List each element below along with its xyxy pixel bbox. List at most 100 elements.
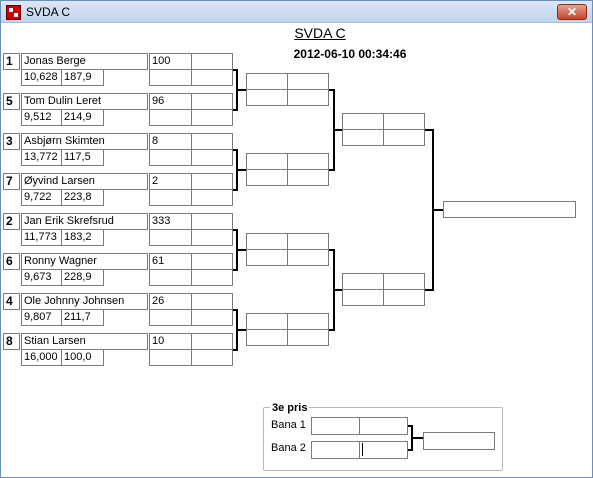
player-stat2-field[interactable]: 214,9 xyxy=(61,109,104,126)
bracket-line xyxy=(333,289,343,291)
bracket-line xyxy=(233,309,238,311)
round2-field[interactable] xyxy=(287,329,329,346)
player-score2-field[interactable] xyxy=(191,173,233,190)
player-extra2-field[interactable] xyxy=(191,349,233,366)
round2-field[interactable] xyxy=(246,169,288,186)
round3-field[interactable] xyxy=(342,129,384,146)
player-name-field[interactable]: Øyvind Larsen xyxy=(21,173,148,190)
round2-field[interactable] xyxy=(246,89,288,106)
player-score2-field[interactable] xyxy=(191,253,233,270)
round2-field[interactable] xyxy=(287,169,329,186)
player-score2-field[interactable] xyxy=(191,293,233,310)
third-lane1-score-field[interactable] xyxy=(359,417,408,435)
player-score-field[interactable]: 100 xyxy=(149,53,192,70)
player-extra2-field[interactable] xyxy=(191,189,233,206)
final-winner-field[interactable] xyxy=(443,201,576,218)
player-score-field[interactable]: 333 xyxy=(149,213,192,230)
player-score-field[interactable]: 10 xyxy=(149,333,192,350)
bracket-line xyxy=(236,169,246,171)
round2-field[interactable] xyxy=(246,153,288,170)
player-extra2-field[interactable] xyxy=(191,149,233,166)
player-stat1-field[interactable]: 13,772 xyxy=(21,149,62,166)
player-score-field[interactable]: 8 xyxy=(149,133,192,150)
player-extra-field[interactable] xyxy=(149,269,192,286)
round2-field[interactable] xyxy=(246,313,288,330)
player-extra-field[interactable] xyxy=(149,109,192,126)
player-stat2-field[interactable]: 187,9 xyxy=(61,69,104,86)
player-score2-field[interactable] xyxy=(191,93,233,110)
round2-field[interactable] xyxy=(287,89,329,106)
round2-field[interactable] xyxy=(246,73,288,90)
player-extra2-field[interactable] xyxy=(191,229,233,246)
round2-field[interactable] xyxy=(287,73,329,90)
player-stat2-field[interactable]: 228,9 xyxy=(61,269,104,286)
player-score-field[interactable]: 61 xyxy=(149,253,192,270)
player-seed: 4 xyxy=(3,293,20,310)
player-stat1-field[interactable]: 9,512 xyxy=(21,109,62,126)
player-stat2-field[interactable]: 117,5 xyxy=(61,149,104,166)
player-score-field[interactable]: 96 xyxy=(149,93,192,110)
bracket-line xyxy=(233,109,238,111)
player-stat1-field[interactable]: 10,628 xyxy=(21,69,62,86)
player-score-field[interactable]: 26 xyxy=(149,293,192,310)
round2-field[interactable] xyxy=(246,249,288,266)
bracket-line xyxy=(329,169,335,171)
round3-field[interactable] xyxy=(383,273,425,290)
player-stat1-field[interactable]: 11,773 xyxy=(21,229,62,246)
player-extra-field[interactable] xyxy=(149,229,192,246)
third-place-title: 3e pris xyxy=(270,402,310,414)
player-stat2-field[interactable]: 100,0 xyxy=(61,349,104,366)
third-lane2-score-field[interactable] xyxy=(359,441,408,459)
third-place-winner-field[interactable] xyxy=(423,432,495,450)
close-button[interactable]: ✕ xyxy=(557,4,587,20)
player-stat1-field[interactable]: 9,722 xyxy=(21,189,62,206)
third-lane1-field[interactable] xyxy=(311,417,360,435)
player-score2-field[interactable] xyxy=(191,213,233,230)
app-icon xyxy=(6,5,21,20)
round2-field[interactable] xyxy=(287,233,329,250)
round3-field[interactable] xyxy=(383,289,425,306)
lane2-label: Bana 2 xyxy=(271,442,306,454)
player-name-field[interactable]: Asbjørn Skimten xyxy=(21,133,148,150)
bracket-line xyxy=(329,249,335,251)
player-name-field[interactable]: Jonas Berge xyxy=(21,53,148,70)
round2-field[interactable] xyxy=(246,329,288,346)
player-score2-field[interactable] xyxy=(191,53,233,70)
round3-field[interactable] xyxy=(383,129,425,146)
round3-field[interactable] xyxy=(342,289,384,306)
player-stat2-field[interactable]: 223,8 xyxy=(61,189,104,206)
player-stat1-field[interactable]: 9,807 xyxy=(21,309,62,326)
third-lane2-field[interactable] xyxy=(311,441,360,459)
player-extra-field[interactable] xyxy=(149,349,192,366)
player-name-field[interactable]: Ole Johnny Johnsen xyxy=(21,293,148,310)
player-extra2-field[interactable] xyxy=(191,109,233,126)
player-stat1-field[interactable]: 16,000 xyxy=(21,349,62,366)
round2-field[interactable] xyxy=(287,313,329,330)
player-extra-field[interactable] xyxy=(149,69,192,86)
player-name-field[interactable]: Stian Larsen xyxy=(21,333,148,350)
player-name-field[interactable]: Ronny Wagner xyxy=(21,253,148,270)
player-extra-field[interactable] xyxy=(149,309,192,326)
player-stat1-field[interactable]: 9,673 xyxy=(21,269,62,286)
bracket-line xyxy=(432,209,443,211)
player-name-field[interactable]: Jan Erik Skrefsrud xyxy=(21,213,148,230)
player-extra2-field[interactable] xyxy=(191,309,233,326)
round2-field[interactable] xyxy=(246,233,288,250)
player-extra-field[interactable] xyxy=(149,149,192,166)
player-score2-field[interactable] xyxy=(191,133,233,150)
round2-field[interactable] xyxy=(287,249,329,266)
title-bar[interactable]: SVDA C ✕ xyxy=(1,1,592,23)
player-extra-field[interactable] xyxy=(149,189,192,206)
player-name-field[interactable]: Tom Dulin Leret xyxy=(21,93,148,110)
player-stat2-field[interactable]: 183,2 xyxy=(61,229,104,246)
player-score-field[interactable]: 2 xyxy=(149,173,192,190)
player-score2-field[interactable] xyxy=(191,333,233,350)
player-stat2-field[interactable]: 211,7 xyxy=(61,309,104,326)
round3-field[interactable] xyxy=(342,273,384,290)
round3-field[interactable] xyxy=(342,113,384,130)
round3-field[interactable] xyxy=(383,113,425,130)
round2-field[interactable] xyxy=(287,153,329,170)
player-extra2-field[interactable] xyxy=(191,269,233,286)
bracket-line xyxy=(233,269,238,271)
player-extra2-field[interactable] xyxy=(191,69,233,86)
